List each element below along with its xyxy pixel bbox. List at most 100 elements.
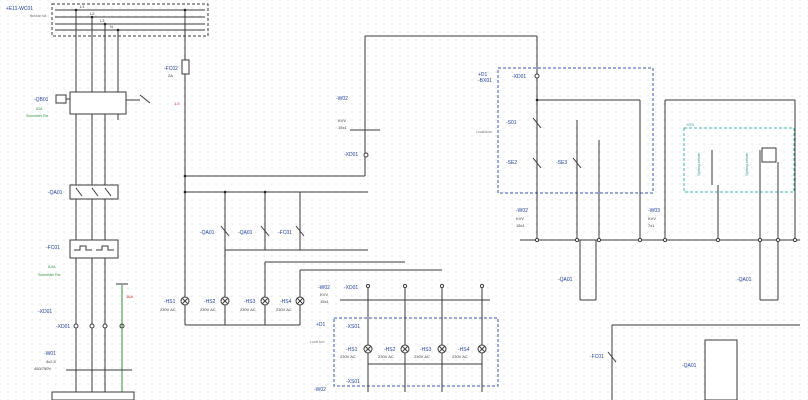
qa01-right-coil bbox=[579, 240, 597, 301]
lamp-hs4-label: -HS4 bbox=[280, 299, 292, 305]
d1-internal-wires bbox=[532, 90, 641, 240]
d1-sublabel: -BX01 bbox=[478, 78, 492, 84]
right-cable-terminals bbox=[534, 237, 798, 243]
lamp-row-wires bbox=[184, 240, 442, 326]
w01-cable-voltage: 450/750V bbox=[34, 366, 51, 371]
lamp-box-hs2 bbox=[400, 344, 410, 354]
busbar-sublabel: Busbar rail bbox=[30, 14, 46, 18]
d1-lower-sublabel: Local box bbox=[310, 340, 325, 344]
phase-label-l1: L1 bbox=[80, 4, 85, 9]
left-chain-junction-dots bbox=[74, 8, 187, 32]
lamp-box-hs3-volt: 230V AC bbox=[414, 354, 430, 359]
lamp-hs3-label: -HS3 bbox=[244, 299, 256, 305]
w01-label: -W01 bbox=[44, 351, 56, 357]
fc01-overload bbox=[69, 239, 119, 259]
busbar-frame bbox=[51, 3, 209, 37]
fc01-label: -FC01 bbox=[46, 245, 60, 251]
lamp-box-hs1 bbox=[363, 344, 373, 354]
w02-right-kvv: KVV bbox=[516, 216, 524, 221]
w03-label: -W03 bbox=[648, 208, 660, 214]
fc02-fuse bbox=[181, 59, 190, 75]
ds-right-text: Spring-return bbox=[744, 153, 749, 176]
fc02-warning: 1.5 bbox=[174, 101, 180, 106]
w02-mid-label: -W02 bbox=[318, 285, 330, 291]
w03-size: 7x1 bbox=[648, 223, 655, 228]
lamp-box-hs2-label: -HS2 bbox=[384, 347, 396, 353]
fc02-rating: 2A bbox=[168, 73, 173, 78]
w02-mid-size: 15x1 bbox=[320, 299, 329, 304]
fc02-label: -FC02 bbox=[164, 66, 178, 72]
fc01-right-contact bbox=[607, 351, 617, 363]
lamp-box-row bbox=[363, 344, 487, 354]
lamp-box-hs3-label: -HS3 bbox=[420, 347, 432, 353]
qb01-switch bbox=[55, 91, 151, 115]
d1-xd01-terminal bbox=[534, 73, 540, 79]
w02-low-label: -W02 bbox=[314, 387, 326, 393]
qa01-bottom-label: -QA01 bbox=[682, 363, 697, 369]
left-power-chain-wires bbox=[75, 10, 186, 400]
s01-label: -S01 bbox=[506, 120, 517, 126]
busbar-label: +E11-WC01 bbox=[6, 6, 33, 12]
xs01b-label: -XS01 bbox=[346, 379, 360, 385]
control-bus bbox=[183, 35, 538, 194]
lamp-row bbox=[180, 296, 305, 306]
lamp-hs4-volt: 230V AC bbox=[276, 307, 292, 312]
se3-label: -SE3 bbox=[556, 160, 567, 166]
qa01-bottom-box bbox=[704, 339, 738, 400]
xd01-mid-label: -XD01 bbox=[344, 152, 358, 158]
ds-label: +DS bbox=[686, 122, 694, 127]
busbar-phase-lines bbox=[55, 9, 205, 31]
qb01-label: -QB01 bbox=[34, 97, 49, 103]
lamp-hs2 bbox=[220, 296, 230, 306]
fc01-note-range: 6-9A bbox=[48, 265, 56, 269]
qa01-label: -QA01 bbox=[48, 190, 63, 196]
w01-cable-size: 4x2,5 bbox=[46, 359, 57, 364]
qb01-note-vendor: Schneider Ele. bbox=[26, 114, 49, 118]
se2-label: -SE2 bbox=[506, 160, 517, 166]
lamp-hs4 bbox=[295, 296, 305, 306]
motor-box bbox=[51, 391, 135, 400]
xs01-label: -XS01 bbox=[346, 324, 360, 330]
aux-qa01-label: -QA01 bbox=[200, 230, 215, 236]
lamp-box-hs1-label: -HS1 bbox=[346, 347, 358, 353]
w02-mid-kvv: KVV bbox=[320, 292, 328, 297]
phase-label-n: N bbox=[110, 24, 113, 29]
w02-top-kvv: KVV bbox=[338, 118, 346, 123]
d1-lower-wires bbox=[365, 283, 485, 392]
xd01-mid-terminal bbox=[363, 152, 369, 158]
w02-top-label: -W02 bbox=[336, 96, 348, 102]
ds-internal bbox=[711, 147, 777, 185]
lamp-box-hs4-volt: 230V AC bbox=[452, 354, 468, 359]
lamp-hs1 bbox=[180, 296, 190, 306]
qa01-right2-label: -QA01 bbox=[737, 277, 752, 283]
fc01-right-label: -FC01 bbox=[590, 354, 604, 360]
phase-label-l2: L2 bbox=[90, 11, 95, 16]
aux-fc01-label: -FC01 bbox=[278, 230, 292, 236]
aux-contacts bbox=[220, 190, 305, 250]
xd01-left-label-2: -XD01 bbox=[56, 324, 70, 330]
w02-right-size: 15x1 bbox=[516, 223, 525, 228]
aux-qa01b-label: -QA01 bbox=[238, 230, 253, 236]
xd01-left-label: -XD01 bbox=[38, 309, 52, 315]
lamp-box-hs4-label: -HS4 bbox=[458, 347, 470, 353]
w02-top-size: 15x1 bbox=[338, 125, 347, 130]
lamp-hs2-label: -HS2 bbox=[204, 299, 216, 305]
lamp-box-hs1-volt: 230V AC bbox=[340, 354, 356, 359]
lamp-box-hs2-volt: 230V AC bbox=[378, 354, 394, 359]
right-loop-wires bbox=[664, 99, 796, 301]
lamp-hs1-label: -HS1 bbox=[164, 299, 176, 305]
fc01-note-vendor: Schneider Ele. bbox=[38, 273, 61, 277]
lamp-hs2-volt: 230V AC bbox=[200, 307, 216, 312]
lamp-hs3 bbox=[260, 296, 270, 306]
xd01-lower-label: -XD01 bbox=[344, 285, 358, 291]
qa01-right-label: -QA01 bbox=[558, 277, 573, 283]
lamp-hs3-volt: 230V AC bbox=[240, 307, 256, 312]
qa01-contactor bbox=[69, 184, 119, 200]
phase-label-l3: L3 bbox=[100, 18, 105, 23]
w03-kvv: KVV bbox=[648, 216, 656, 221]
pe-warning: 16A bbox=[126, 294, 133, 299]
d1-xd01-label: -XD01 bbox=[512, 74, 526, 80]
d1-lower-box bbox=[333, 317, 499, 387]
